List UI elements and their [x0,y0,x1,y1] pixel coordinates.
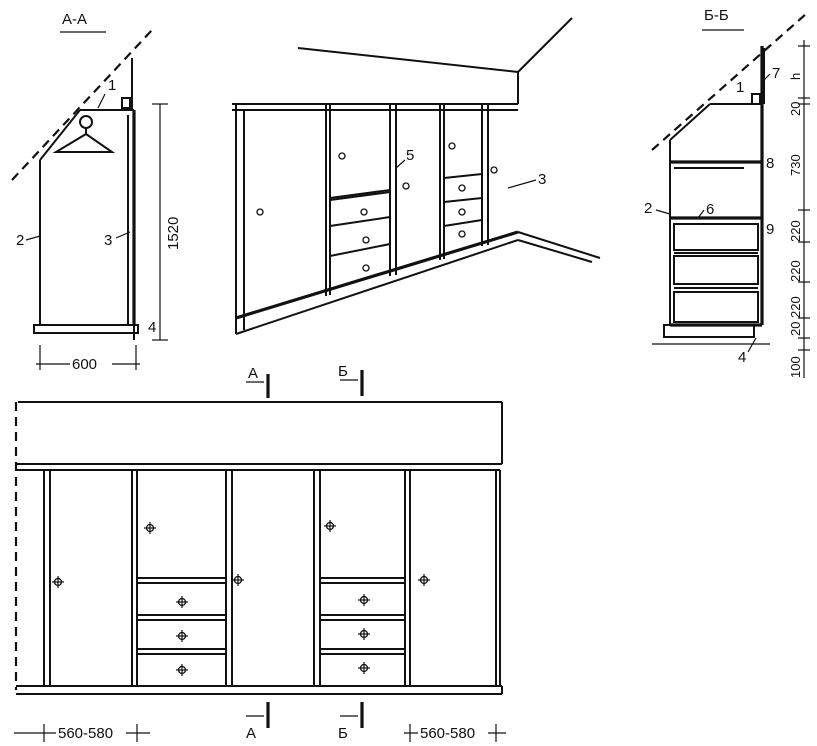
callout-bb-1: 1 [736,79,744,96]
callout-bb-4: 4 [738,349,746,366]
bb-dim-20-top: 20 [788,102,803,116]
cut-label-a-bottom: А [246,725,256,742]
front-elevation: А Б [14,363,506,742]
dim-left-width: 560-580 [58,725,113,742]
callout-bb-7: 7 [772,65,780,82]
dim-right-width: 560-580 [420,725,475,742]
callout-aa-1: 1 [108,77,116,94]
cut-label-b-top: Б [338,363,348,380]
callout-bb-9: 9 [766,221,774,238]
bb-dim-730: 730 [788,154,803,176]
cut-label-a-top: А [248,365,258,382]
bb-dim-h: h [788,73,803,80]
callout-persp-3: 3 [538,171,546,188]
cut-label-b-bottom: Б [338,725,348,742]
bb-dim-20-bottom: 20 [788,322,803,336]
callout-bb-6: 6 [706,201,714,218]
bb-dim-220-a: 220 [788,220,803,242]
bb-dim-100: 100 [788,356,803,378]
callout-aa-3: 3 [104,232,112,249]
callout-aa-2: 2 [16,232,24,249]
section-aa-title: А-А [62,11,87,28]
section-aa: А-А 1 2 3 4 1520 600 [11,11,182,373]
section-bb-title: Б-Б [704,7,729,24]
bb-dim-220-b: 220 [788,260,803,282]
perspective-view: 5 3 [232,17,601,335]
bb-dim-220-c: 220 [788,296,803,318]
aa-height-dim: 1520 [165,217,182,250]
callout-persp-5: 5 [406,147,414,164]
knob-group [52,520,430,676]
callout-bb-8: 8 [766,155,774,172]
aa-width-dim: 600 [72,356,97,373]
section-bb: Б-Б 7 1 8 2 6 9 4 [644,7,810,378]
callout-aa-4: 4 [148,319,156,336]
callout-bb-2: 2 [644,200,652,217]
